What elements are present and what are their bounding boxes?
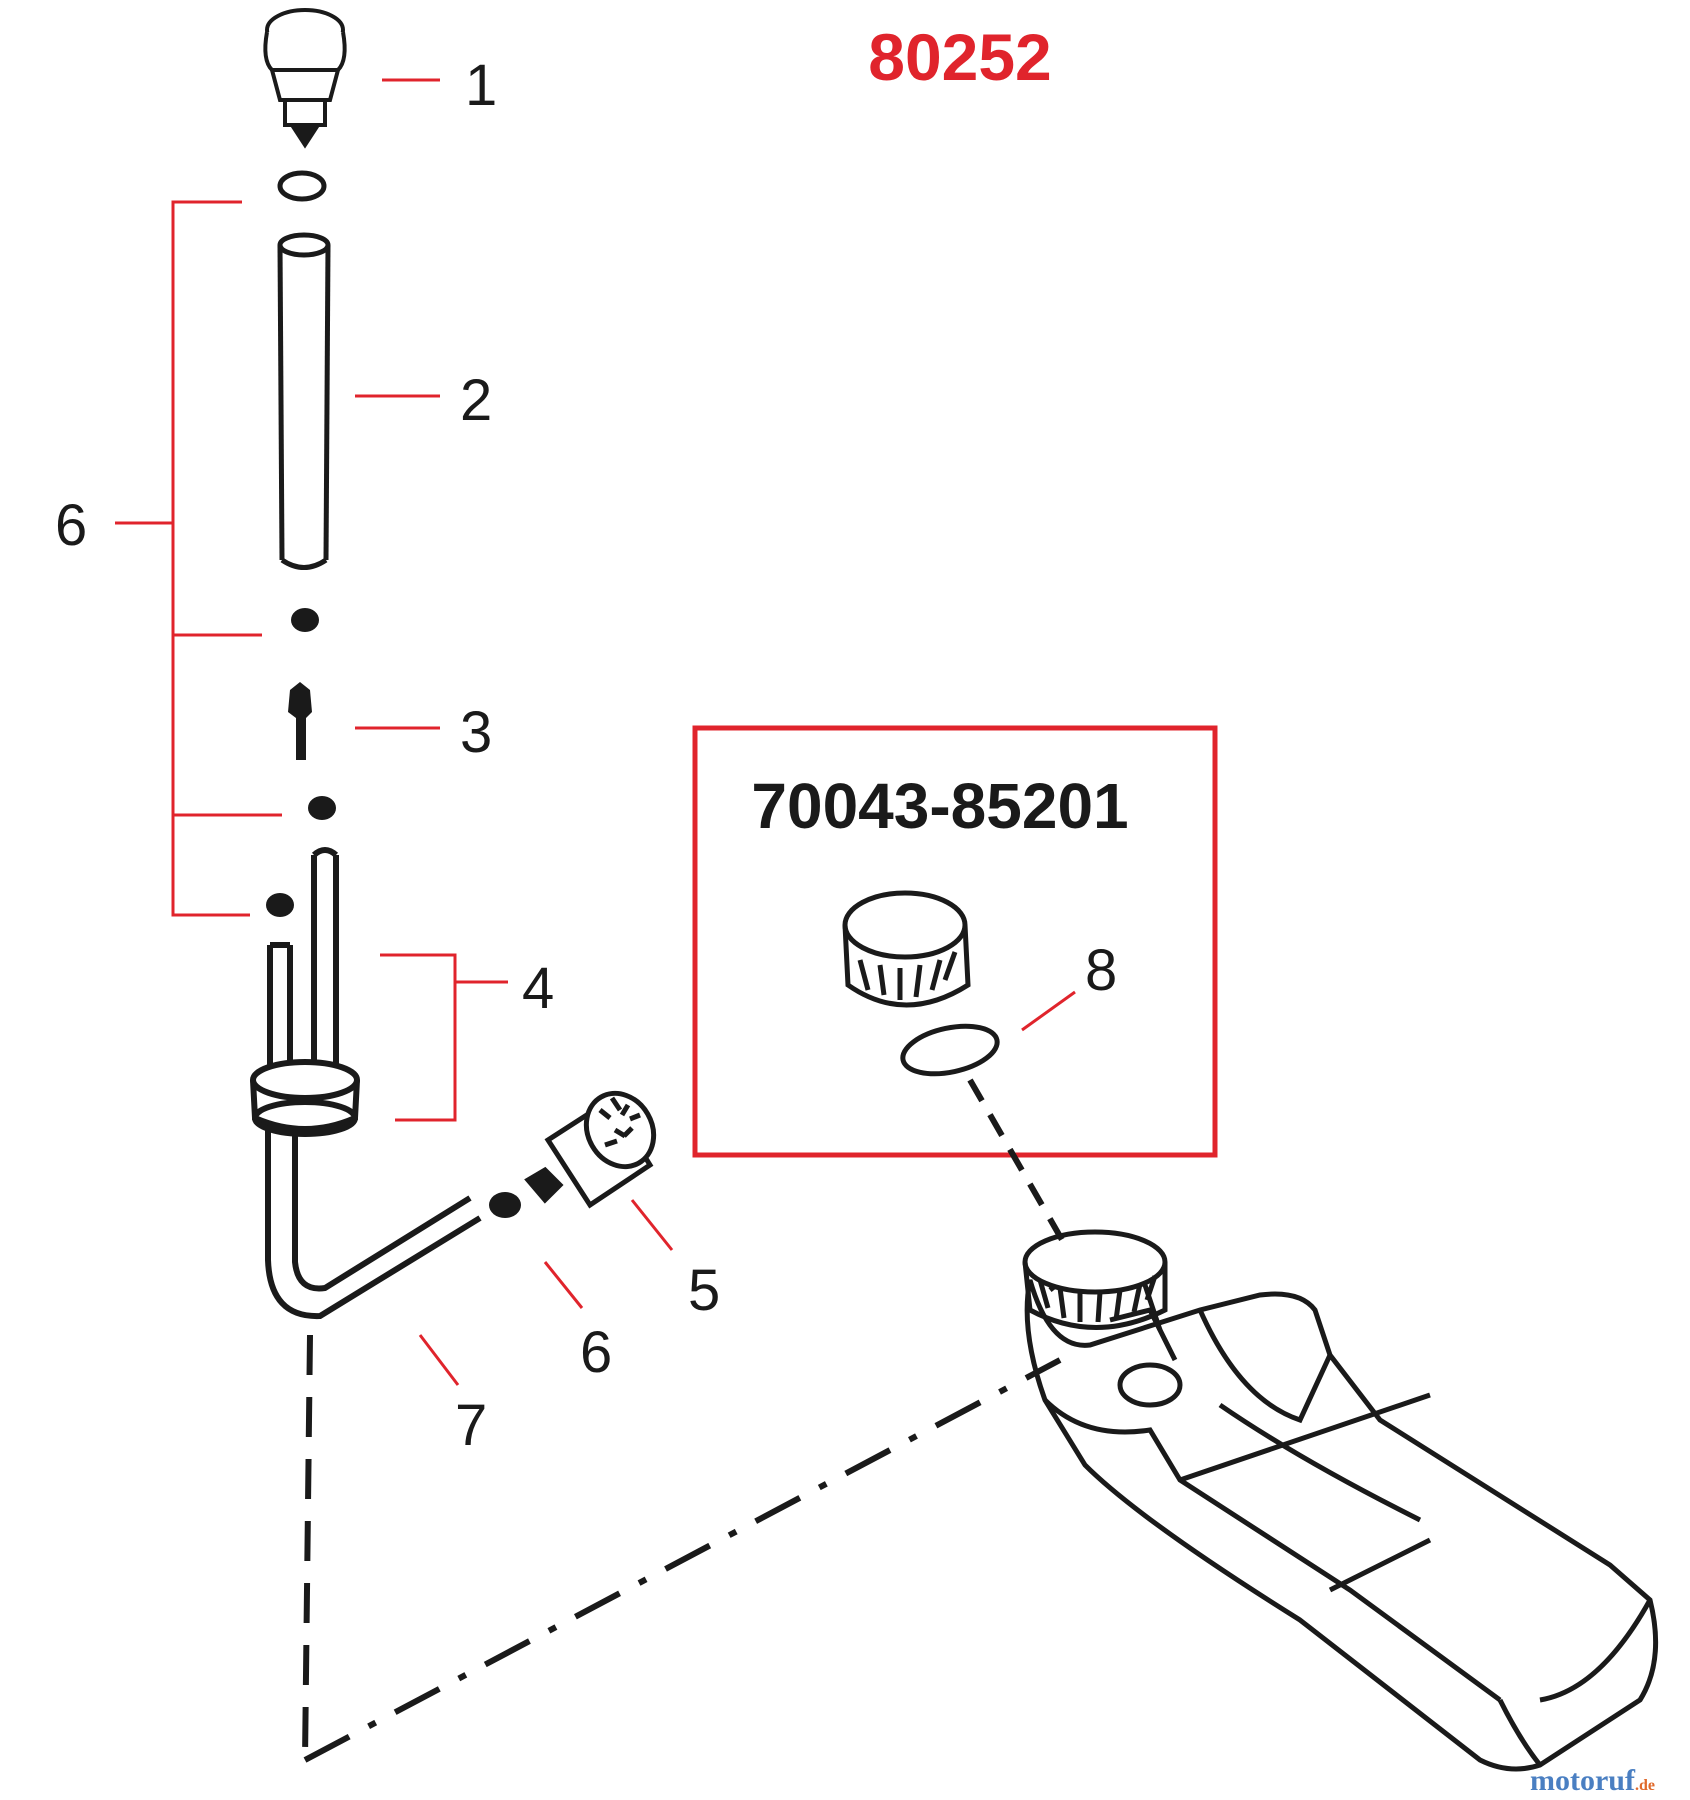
part-filter — [524, 1090, 657, 1209]
part-number-title: 80252 — [868, 20, 1052, 94]
part-tank-cap — [842, 890, 971, 1008]
watermark-suffix: .de — [1635, 1777, 1655, 1794]
kit-box — [692, 725, 1218, 1158]
tank-cap-seal — [900, 1023, 1000, 1077]
fuel-tank — [1022, 1229, 1659, 1772]
o-ring-lower — [489, 1192, 521, 1218]
callout-6-lower: 6 — [580, 1320, 612, 1385]
grommet-3 — [266, 893, 294, 917]
bracket-part-6 — [115, 200, 282, 917]
callout-1: 1 — [465, 53, 497, 118]
part-cap-plug — [263, 8, 347, 149]
grommet-1 — [291, 608, 319, 632]
callout-4: 4 — [522, 956, 554, 1021]
part-fitting — [288, 682, 312, 760]
callout-3: 3 — [460, 700, 492, 765]
kit-code: 70043-85201 — [751, 770, 1128, 842]
bracket-part-4 — [380, 953, 508, 1122]
grommet-2 — [308, 796, 336, 820]
callout-7: 7 — [455, 1393, 487, 1458]
part-dual-pipe-fitting — [250, 847, 360, 1137]
callout-8: 8 — [1085, 938, 1117, 1003]
callout-2: 2 — [460, 368, 492, 433]
leader-lines — [355, 78, 1076, 1386]
callout-5: 5 — [688, 1258, 720, 1323]
watermark: motoruf.de — [1530, 1764, 1655, 1797]
part-bent-tube — [265, 1130, 482, 1320]
washer-top — [277, 170, 327, 202]
part-tube — [277, 232, 331, 570]
callout-6-upper: 6 — [55, 493, 87, 558]
assembly-dash-lines — [302, 1078, 1068, 1763]
